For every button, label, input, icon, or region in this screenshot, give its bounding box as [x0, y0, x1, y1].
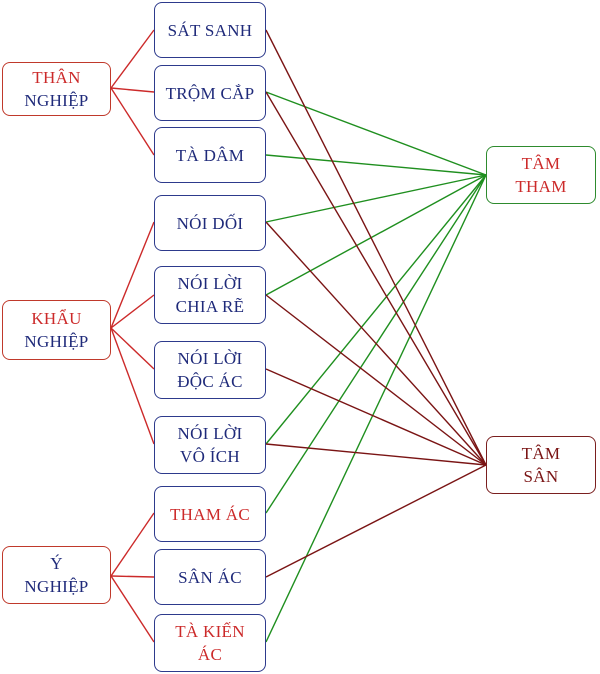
link-tam-tham-3 — [265, 174, 487, 296]
action-trom-cap-label: TRỘM CẮP — [165, 83, 255, 103]
link-tam-san-1 — [265, 91, 487, 466]
action-san-ac: SÂN ÁC — [154, 549, 266, 605]
action-noi-loi-vo-ich: NÓI LỜI VÔ ÍCH — [154, 416, 266, 474]
action-noi-doi-label: NÓI DỐI — [176, 213, 244, 233]
action-noi-loi-doc-ac: NÓI LỜI ĐỘC ÁC — [154, 341, 266, 399]
action-ta-dam-label: TÀ DÂM — [175, 145, 245, 165]
root-tham-line2: THAM — [515, 177, 567, 196]
bracket-khau-1 — [110, 294, 155, 329]
link-tam-tham-2 — [265, 174, 487, 223]
root-san-line2: SÂN — [523, 467, 559, 486]
link-tam-san-3 — [265, 294, 487, 466]
action-ta-kien-line2: ÁC — [197, 645, 223, 664]
bracket-than-0 — [110, 29, 155, 89]
action-sat-sanh-label: SÁT SANH — [167, 20, 253, 40]
action-vo-ich-line2: VÔ ÍCH — [180, 447, 240, 466]
group-khau-line2: NGHIỆP — [24, 332, 89, 351]
root-tham-line1: TÂM — [521, 154, 561, 173]
bracket-than-1 — [110, 87, 155, 93]
link-tam-san-5 — [265, 443, 487, 466]
bracket-y-1 — [110, 575, 155, 578]
action-ta-kien-ac: TÀ KIẾN ÁC — [154, 614, 266, 672]
action-sat-sanh: SÁT SANH — [154, 2, 266, 58]
bracket-khau-0 — [110, 221, 155, 329]
action-noi-doi: NÓI DỐI — [154, 195, 266, 251]
group-y-nghiep: Ý NGHIỆP — [2, 546, 111, 604]
group-khau-nghiep: KHẨU NGHIỆP — [2, 300, 111, 360]
action-tham-ac-label: THAM ÁC — [169, 504, 251, 524]
action-chia-re-line1: NÓI LỜI — [177, 274, 243, 293]
root-tam-tham: TÂM THAM — [486, 146, 596, 204]
group-y-line1: Ý — [50, 554, 63, 573]
bracket-y-2 — [110, 575, 155, 643]
link-tam-san-6 — [265, 464, 487, 578]
link-tam-tham-6 — [265, 174, 487, 643]
bracket-than-2 — [110, 87, 155, 156]
link-tam-san-0 — [265, 29, 487, 466]
link-tam-san-4 — [265, 368, 487, 466]
group-than-line2: NGHIỆP — [24, 91, 89, 110]
group-than-nghiep: THÂN NGHIỆP — [2, 62, 111, 116]
bracket-khau-2 — [110, 327, 155, 370]
bracket-y-0 — [110, 512, 155, 577]
root-tam-san: TÂM SÂN — [486, 436, 596, 494]
action-trom-cap: TRỘM CẮP — [154, 65, 266, 121]
action-noi-loi-chia-re: NÓI LỜI CHIA RẼ — [154, 266, 266, 324]
root-san-line1: TÂM — [521, 444, 561, 463]
link-tam-tham-1 — [265, 154, 487, 176]
group-than-line1: THÂN — [32, 68, 81, 87]
action-tham-ac: THAM ÁC — [154, 486, 266, 542]
action-doc-ac-line1: NÓI LỜI — [177, 349, 243, 368]
group-y-line2: NGHIỆP — [24, 577, 89, 596]
link-tam-tham-0 — [265, 91, 487, 176]
group-khau-line1: KHẨU — [31, 309, 82, 328]
action-ta-kien-line1: TÀ KIẾN — [175, 622, 245, 641]
action-vo-ich-line1: NÓI LỜI — [177, 424, 243, 443]
bracket-khau-3 — [110, 327, 155, 445]
action-san-ac-label: SÂN ÁC — [178, 567, 242, 587]
link-tam-tham-4 — [265, 174, 487, 445]
link-tam-san-2 — [265, 221, 487, 466]
action-doc-ac-line2: ĐỘC ÁC — [177, 372, 243, 391]
action-chia-re-line2: CHIA RẼ — [175, 297, 245, 316]
action-ta-dam: TÀ DÂM — [154, 127, 266, 183]
